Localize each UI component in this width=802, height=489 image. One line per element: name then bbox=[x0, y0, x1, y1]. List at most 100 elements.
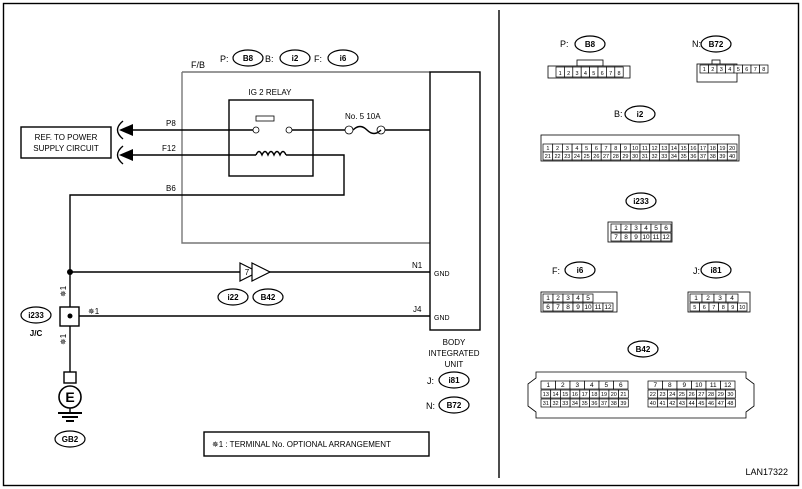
n-prefix-right: N: bbox=[692, 39, 701, 49]
pin-label: 9 bbox=[576, 304, 580, 311]
pin-label: 11 bbox=[710, 382, 717, 389]
unit-label-line1: BODY bbox=[443, 338, 466, 347]
pin-label: 2 bbox=[624, 225, 628, 232]
wire-b6 bbox=[69, 154, 345, 272]
pin-label: 23 bbox=[564, 154, 570, 160]
connector-i6-callout-right bbox=[564, 261, 596, 279]
pin-label: 5 bbox=[693, 305, 696, 311]
pin-label: 2 bbox=[556, 146, 559, 152]
f-prefix-right: F: bbox=[552, 266, 560, 276]
ref-box-line2: SUPPLY CIRCUIT bbox=[33, 144, 99, 153]
pin-label: 5 bbox=[585, 146, 588, 152]
pin-label: 14 bbox=[671, 146, 677, 152]
pin-label: 4 bbox=[576, 295, 580, 302]
pin-label: 45 bbox=[698, 401, 704, 407]
connector-i6-callout bbox=[327, 49, 359, 67]
pin-label: 29 bbox=[622, 154, 628, 160]
pin-label: 46 bbox=[708, 401, 714, 407]
pin-label: 5 bbox=[654, 225, 658, 232]
connector-b8-label-right: B8 bbox=[585, 40, 596, 49]
pin-label: 2 bbox=[711, 67, 714, 73]
arrow-p8 bbox=[119, 124, 133, 136]
connector-i81-callout-right bbox=[700, 261, 732, 279]
fuse-box-outline bbox=[181, 71, 430, 244]
pin-label: 7 bbox=[605, 146, 608, 152]
pin-label: 43 bbox=[679, 401, 685, 407]
connector-i6-label: i6 bbox=[340, 54, 347, 63]
pin-cell bbox=[759, 64, 769, 74]
pin-label: 8 bbox=[617, 71, 620, 77]
fb-label: F/B bbox=[191, 60, 205, 70]
connector-b8-label: B8 bbox=[243, 54, 254, 63]
body-integrated-unit bbox=[429, 71, 481, 331]
pin-label: 37 bbox=[700, 154, 706, 160]
pin-label: 10 bbox=[584, 304, 592, 311]
connector-i22-callout bbox=[217, 288, 249, 306]
pin-label: 32 bbox=[651, 154, 657, 160]
triangle-label: 7 bbox=[245, 268, 250, 277]
pin-label: 32 bbox=[552, 401, 558, 407]
jc-center-dot bbox=[67, 313, 73, 319]
pin-label: 8 bbox=[722, 305, 725, 311]
pin-cell bbox=[614, 66, 624, 78]
pin-label: 9 bbox=[731, 305, 734, 311]
pin-label: 8 bbox=[668, 382, 672, 389]
pin-label: 20 bbox=[729, 146, 735, 152]
star-mark-vertical-bottom: ✵1 bbox=[59, 333, 68, 345]
fuse-element bbox=[352, 125, 382, 135]
relay-label: IG 2 RELAY bbox=[249, 88, 293, 97]
pin-label: 39 bbox=[620, 401, 626, 407]
pin-label: 6 bbox=[595, 146, 598, 152]
pin-label: 17 bbox=[700, 146, 706, 152]
pin-label: 6 bbox=[664, 225, 668, 232]
f-prefix: F: bbox=[314, 54, 322, 64]
connector-b42-label-right: B42 bbox=[636, 345, 651, 354]
pin-label: 4 bbox=[728, 67, 731, 73]
pin-label: 38 bbox=[710, 154, 716, 160]
pin-label: 3 bbox=[575, 382, 579, 389]
note-text: ✵1 : TERMINAL No. OPTIONAL ARRANGEMENT bbox=[212, 440, 391, 449]
pin-label: 8 bbox=[614, 146, 617, 152]
pin-cell bbox=[660, 232, 672, 242]
pin-cell bbox=[737, 302, 748, 312]
pin-cell bbox=[582, 293, 594, 303]
pin-label: 4 bbox=[575, 146, 578, 152]
connector-i233-label-right: i233 bbox=[633, 197, 649, 206]
pin-label: 9 bbox=[682, 382, 686, 389]
pin-label: 4 bbox=[644, 225, 648, 232]
pin-label: 3 bbox=[634, 225, 638, 232]
relay-contact-right bbox=[285, 126, 293, 134]
pin-cell bbox=[660, 223, 672, 233]
pin-label: 42 bbox=[669, 401, 675, 407]
pin-label: 31 bbox=[543, 401, 549, 407]
pin-label: 3 bbox=[566, 295, 570, 302]
pin-label: 15 bbox=[562, 392, 568, 398]
pin-label: 37 bbox=[601, 401, 607, 407]
pin-label: 3 bbox=[720, 67, 723, 73]
connector-i6-label-right: i6 bbox=[577, 266, 584, 275]
pin-cell bbox=[725, 398, 736, 408]
b-prefix-right: B: bbox=[614, 109, 623, 119]
n-prefix: N: bbox=[426, 401, 435, 411]
pin-cell bbox=[613, 380, 629, 390]
p-prefix-right: P: bbox=[560, 39, 569, 49]
pin-cell bbox=[725, 389, 736, 399]
pin-label: 4 bbox=[730, 295, 734, 302]
connector-b42-label-left: B42 bbox=[261, 293, 276, 302]
connector-i81-label-right: i81 bbox=[710, 266, 722, 275]
ref-box-line1: REF. TO POWER bbox=[35, 133, 98, 142]
pin-label: 33 bbox=[562, 401, 568, 407]
wire-label-j4: J4 bbox=[413, 305, 422, 314]
p-prefix: P: bbox=[220, 54, 229, 64]
pin-label: 29 bbox=[718, 392, 724, 398]
pin-label: 12 bbox=[724, 382, 732, 389]
pin-label: 10 bbox=[739, 305, 745, 311]
unit-label-line3: UNIT bbox=[445, 360, 464, 369]
pin-label: 38 bbox=[611, 401, 617, 407]
pin-label: 18 bbox=[710, 146, 716, 152]
pin-label: 40 bbox=[729, 154, 735, 160]
pin-label: 1 bbox=[559, 71, 562, 77]
connector-triangle-front bbox=[239, 262, 260, 282]
